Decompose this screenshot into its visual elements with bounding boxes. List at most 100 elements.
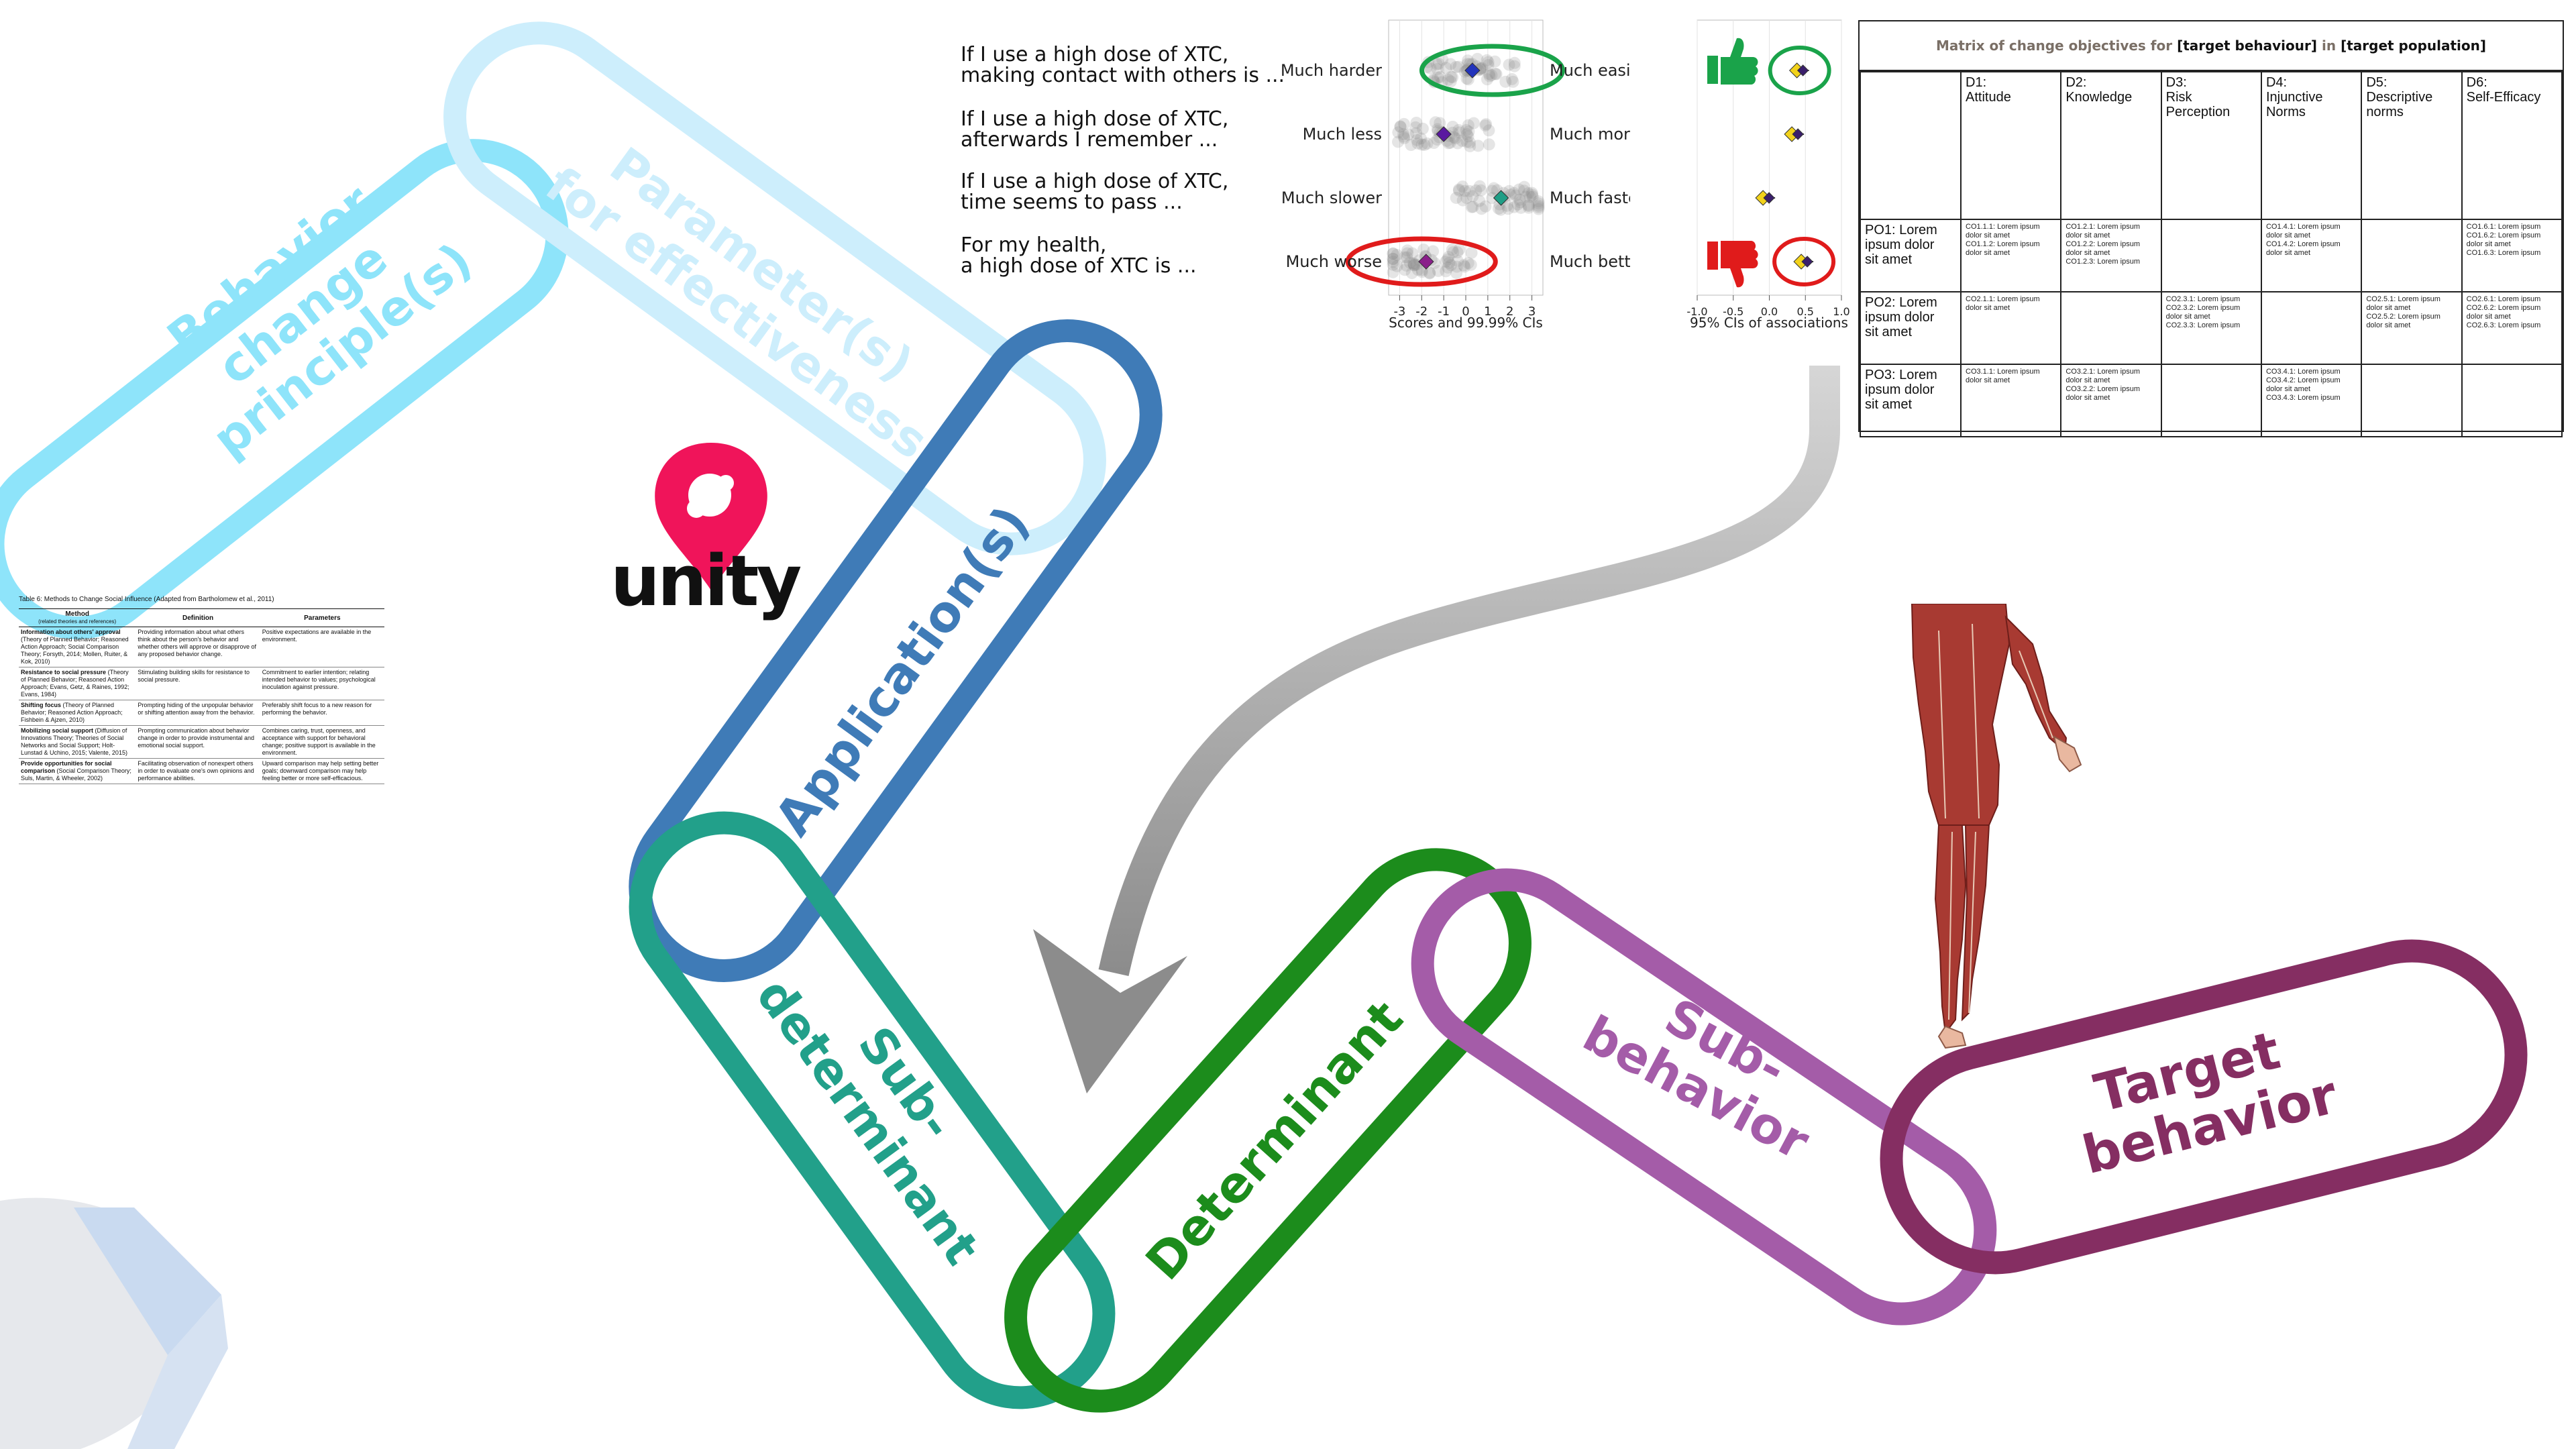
response-point bbox=[1429, 116, 1442, 129]
matrix-cell: CO1.2.1: Lorem ipsum dolor sit amet CO1.… bbox=[2060, 219, 2162, 292]
matrix-cell bbox=[2361, 364, 2463, 437]
change-objectives: CO1.1.1: Lorem ipsum dolor sit amet CO1.… bbox=[1966, 223, 2040, 257]
table-row: Mobilizing social support (Diffusion of … bbox=[19, 725, 384, 759]
matrix-cell: CO2.3.1: Lorem ipsum CO2.3.2: Lorem ipsu… bbox=[2160, 291, 2262, 365]
response-point bbox=[1432, 71, 1444, 84]
response-point bbox=[1526, 189, 1539, 201]
response-point bbox=[1401, 247, 1413, 260]
performance-objective: PO2: Lorem ipsum dolor sit amet bbox=[1860, 291, 1962, 365]
response-point bbox=[1411, 137, 1424, 150]
association-marker bbox=[1792, 128, 1804, 140]
response-point bbox=[1509, 189, 1522, 202]
response-point bbox=[1397, 128, 1409, 141]
question-1: If I use a high dose of XTC, making cont… bbox=[961, 43, 1285, 87]
response-point bbox=[1519, 191, 1532, 203]
response-point bbox=[1443, 256, 1456, 269]
response-point bbox=[1444, 136, 1456, 149]
response-point bbox=[1517, 184, 1530, 197]
category-label-right: Much faster bbox=[1550, 189, 1630, 207]
response-point bbox=[1485, 69, 1498, 82]
anatomy-figure-image bbox=[1911, 604, 2082, 1049]
response-point bbox=[1481, 73, 1493, 86]
x-tick-label: 0.5 bbox=[1797, 305, 1814, 318]
association-marker bbox=[1763, 192, 1775, 204]
x-tick-label: -2 bbox=[1415, 305, 1428, 319]
response-point bbox=[1466, 201, 1479, 213]
response-point bbox=[1462, 54, 1474, 67]
matrix-header-cell bbox=[1860, 71, 1962, 220]
response-point bbox=[1397, 130, 1410, 143]
response-point bbox=[1444, 75, 1457, 88]
response-point bbox=[1408, 259, 1421, 272]
response-point bbox=[1441, 253, 1454, 266]
chain-link-target-behavior: Target behavior bbox=[1880, 939, 2528, 1275]
mean-marker bbox=[1436, 126, 1452, 142]
response-point bbox=[1405, 139, 1417, 152]
x-tick-label: 1 bbox=[1484, 305, 1491, 319]
x-tick-label: 0.0 bbox=[1761, 305, 1778, 318]
category-label-left: Much worse bbox=[1286, 252, 1382, 271]
definition-cell: Providing information about what others … bbox=[136, 627, 260, 667]
location-pin-icon bbox=[655, 443, 767, 590]
response-point bbox=[1492, 202, 1505, 215]
change-objectives: CO1.6.1: Lorem ipsum CO1.6.2: Lorem ipsu… bbox=[2466, 223, 2541, 257]
response-point bbox=[1532, 203, 1545, 215]
matrix-cell bbox=[2361, 219, 2463, 292]
x-axis-label: 95% CIs of associations bbox=[1690, 315, 1848, 331]
definition-cell: Prompting communication about behavior c… bbox=[136, 725, 260, 759]
x-tick-label: -3 bbox=[1393, 305, 1405, 319]
response-point bbox=[1440, 256, 1452, 268]
response-point bbox=[1387, 256, 1399, 268]
response-point bbox=[1407, 259, 1420, 272]
x-tick-label: 2 bbox=[1506, 305, 1513, 319]
response-point bbox=[1480, 118, 1493, 131]
matrix-header-cell: D3: Risk Perception bbox=[2160, 71, 2262, 220]
response-point bbox=[1532, 201, 1545, 213]
response-point bbox=[1431, 62, 1444, 75]
table-header-cell: Parameters bbox=[260, 608, 384, 627]
x-tick-label: 0 bbox=[1462, 305, 1469, 319]
category-label-right: Much better bbox=[1550, 252, 1630, 271]
matrix-title: Matrix of change objectives for [target … bbox=[1860, 21, 2563, 71]
matrix-cell: CO1.4.1: Lorem ipsum dolor sit amet CO1.… bbox=[2260, 219, 2363, 292]
matrix-title-population: [target population] bbox=[2341, 38, 2487, 54]
change-objectives: CO1.2.1: Lorem ipsum dolor sit amet CO1.… bbox=[2065, 223, 2140, 266]
matrix-header-cell: D2: Knowledge bbox=[2060, 71, 2162, 220]
matrix-header-cell: D4: Injunctive Norms bbox=[2260, 71, 2363, 220]
response-point bbox=[1421, 137, 1434, 150]
response-point bbox=[1452, 183, 1465, 196]
response-point bbox=[1532, 197, 1545, 210]
response-point bbox=[1442, 251, 1455, 264]
response-point bbox=[1414, 132, 1427, 145]
response-point bbox=[1525, 186, 1538, 199]
x-tick-label: -1 bbox=[1438, 305, 1450, 319]
response-point bbox=[1451, 254, 1464, 267]
response-point bbox=[1522, 200, 1535, 213]
response-point bbox=[1387, 248, 1399, 260]
highlight-ellipse-negative bbox=[1772, 237, 1836, 286]
parameters-cell: Commitment to earlier intention; relatin… bbox=[260, 667, 384, 700]
response-point bbox=[1430, 58, 1443, 70]
response-point bbox=[1407, 257, 1419, 270]
response-point bbox=[1398, 251, 1411, 264]
x-tick-label: -0.5 bbox=[1723, 305, 1743, 318]
response-point bbox=[1486, 184, 1499, 197]
matrix-cell bbox=[2160, 219, 2262, 292]
definition-cell: Stimulating building skills for resistan… bbox=[136, 667, 260, 700]
matrix-cell: CO1.6.1: Lorem ipsum CO1.6.2: Lorem ipsu… bbox=[2461, 219, 2563, 292]
matrix-title-target: [target behaviour] bbox=[2177, 38, 2318, 54]
matrix-cell: CO3.1.1: Lorem ipsum dolor sit amet bbox=[1960, 364, 2062, 437]
response-point bbox=[1482, 59, 1495, 72]
response-point bbox=[1511, 198, 1524, 211]
matrix-header-row: D1: Attitude D2: Knowledge D3: Risk Perc… bbox=[1860, 71, 2563, 220]
response-point bbox=[1451, 137, 1464, 150]
change-objectives: CO3.1.1: Lorem ipsum dolor sit amet bbox=[1966, 368, 2040, 384]
highlight-ellipse-negative bbox=[1345, 236, 1498, 287]
response-point bbox=[1442, 261, 1454, 274]
response-point bbox=[1464, 258, 1477, 271]
response-point bbox=[1456, 134, 1468, 147]
